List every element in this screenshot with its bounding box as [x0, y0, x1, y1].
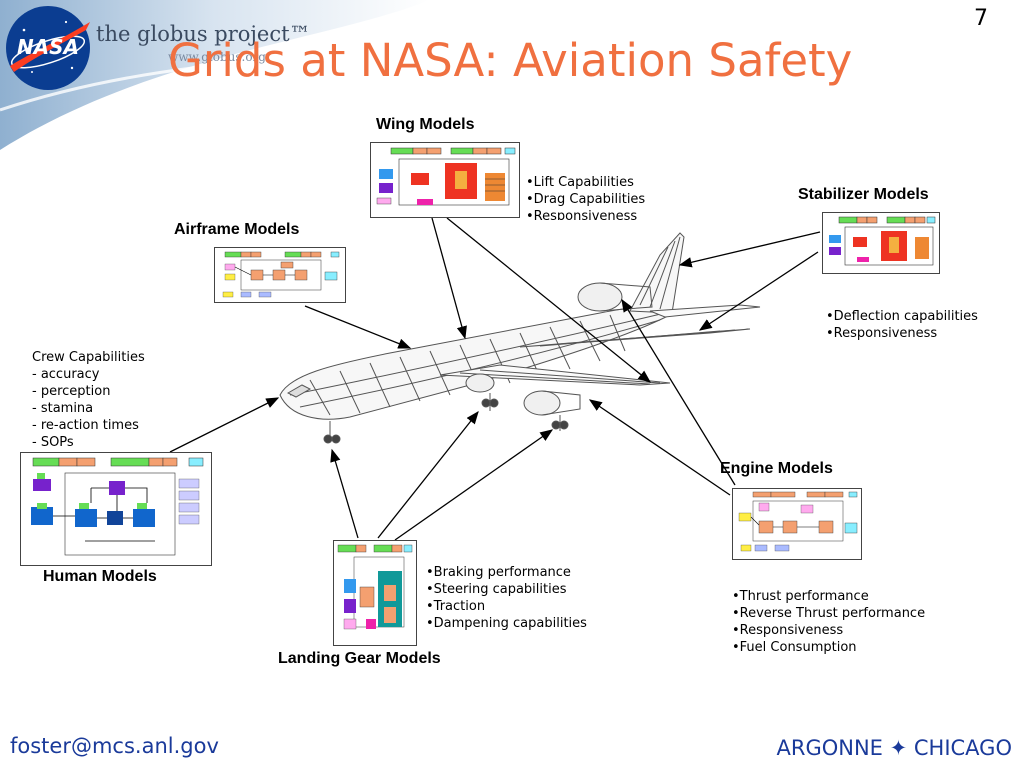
list-item: •Thrust performance	[732, 589, 869, 604]
list-item: •Traction	[426, 599, 486, 614]
engine-capabilities-list: •Thrust performance •Reverse Thrust perf…	[732, 588, 925, 656]
nasa-logo-text: NASA	[17, 35, 79, 59]
wing-capabilities-list: •Lift Capabilities •Drag Capabilities •R…	[526, 174, 645, 220]
globus-project-logo: the globus project™	[96, 22, 311, 46]
list-item: - stamina	[32, 401, 94, 416]
airframe-models-heading: Airframe Models	[174, 221, 300, 238]
list-item: - re-action times	[32, 418, 139, 433]
nasa-logo: NASA	[6, 6, 90, 90]
list-item: •Deflection capabilities	[826, 309, 978, 324]
list-item: •Braking performance	[426, 565, 571, 580]
wing-model-thumbnail	[370, 142, 520, 218]
stabilizer-capabilities-list: •Deflection capabilities •Responsiveness	[826, 308, 978, 342]
stabilizer-model-thumbnail	[822, 212, 940, 274]
airframe-model-thumbnail	[214, 247, 346, 303]
crew-capabilities-list: Crew Capabilities - accuracy - perceptio…	[32, 349, 145, 451]
list-item: •Responsiveness	[732, 623, 844, 638]
crew-capabilities-title: Crew Capabilities	[32, 350, 145, 365]
list-item: •Reverse Thrust performance	[732, 606, 926, 621]
list-item: - perception	[32, 384, 111, 399]
list-item: - SOPs	[32, 435, 74, 450]
header-swoosh	[0, 0, 431, 150]
stabilizer-models-heading: Stabilizer Models	[798, 186, 929, 203]
engine-models-heading: Engine Models	[720, 460, 833, 477]
wing-models-heading: Wing Models	[376, 116, 475, 133]
list-item: •Steering capabilities	[426, 582, 567, 597]
engine-model-thumbnail	[732, 488, 862, 560]
list-item: •Responsiveness	[526, 209, 638, 220]
list-item: •Fuel Consumption	[732, 640, 857, 655]
landing-gear-model-thumbnail	[333, 540, 417, 646]
list-item: •Drag Capabilities	[526, 192, 646, 207]
list-item: •Dampening capabilities	[426, 616, 587, 631]
human-model-thumbnail	[20, 452, 212, 566]
list-item: •Responsiveness	[826, 326, 938, 341]
footer-organization: ARGONNE ✦ CHICAGO	[776, 736, 1012, 760]
footer-email-link[interactable]: foster@mcs.anl.gov	[10, 734, 219, 758]
globus-url: www.globus.org	[168, 50, 266, 64]
landing-gear-capabilities-list: •Braking performance •Steering capabilit…	[426, 564, 587, 632]
slide-title: Grids at NASA: Aviation Safety	[168, 34, 853, 87]
slide-number: 7	[974, 6, 988, 31]
landing-gear-models-heading: Landing Gear Models	[278, 650, 441, 667]
human-models-heading: Human Models	[43, 568, 157, 585]
list-item: •Lift Capabilities	[526, 175, 634, 190]
list-item: - accuracy	[32, 367, 100, 382]
